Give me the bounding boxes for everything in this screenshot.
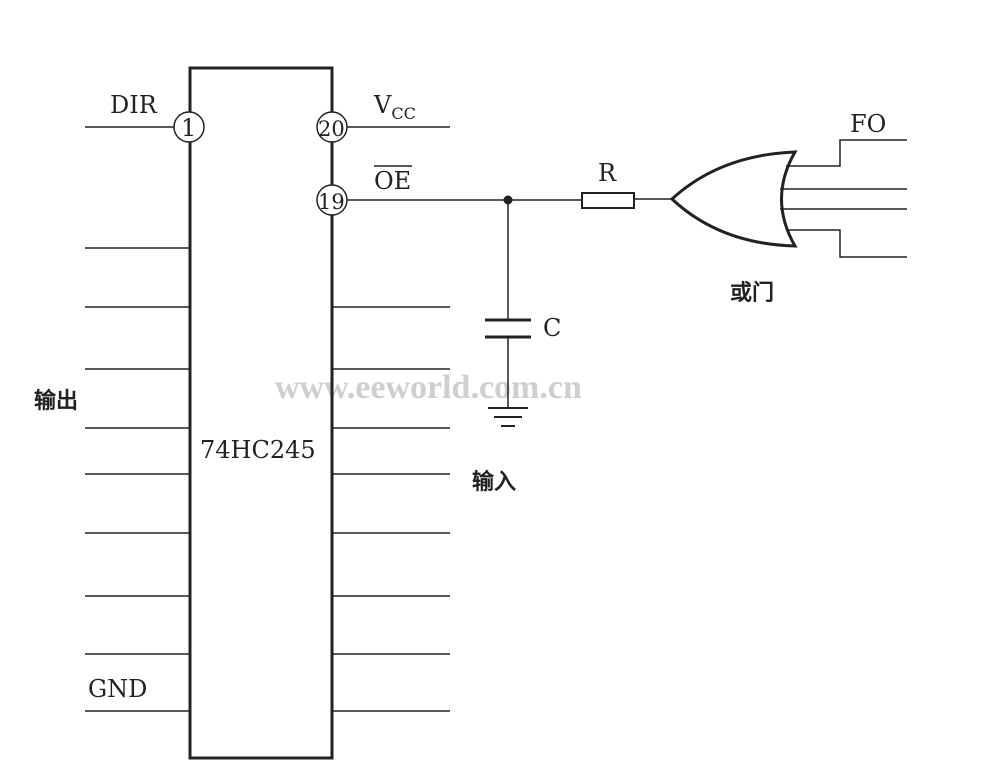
- pin-19-marker: [316, 184, 348, 216]
- capacitor: [485, 200, 531, 407]
- pin-1-marker: [173, 111, 205, 143]
- chip-body: [188, 66, 334, 760]
- capacitor-label: C: [543, 314, 561, 342]
- watermark: www.eeworld.com.cn: [275, 369, 582, 406]
- input-label: 输入: [472, 469, 516, 495]
- left-pins: [85, 126, 190, 712]
- gnd-label: GND: [88, 675, 147, 703]
- or-gate: [669, 150, 798, 248]
- chip-label: 74HC245: [200, 436, 316, 464]
- oe-label: OE: [374, 167, 411, 195]
- pin-19-number: 19: [318, 190, 345, 214]
- output-label: 输出: [34, 388, 78, 414]
- resistor: [581, 192, 635, 209]
- pin-1-number: 1: [181, 114, 196, 142]
- or-gate-label: 或门: [730, 280, 774, 306]
- gate-outputs: [780, 139, 907, 258]
- right-pins: [332, 126, 582, 712]
- resistor-label: R: [598, 159, 617, 187]
- vcc-label: VCC: [373, 91, 416, 123]
- pin-20-number: 20: [318, 117, 345, 141]
- fo-label: FO: [850, 110, 886, 138]
- ground-symbol: [488, 407, 528, 427]
- dir-label: DIR: [110, 91, 158, 119]
- pin-20-marker: [316, 111, 348, 143]
